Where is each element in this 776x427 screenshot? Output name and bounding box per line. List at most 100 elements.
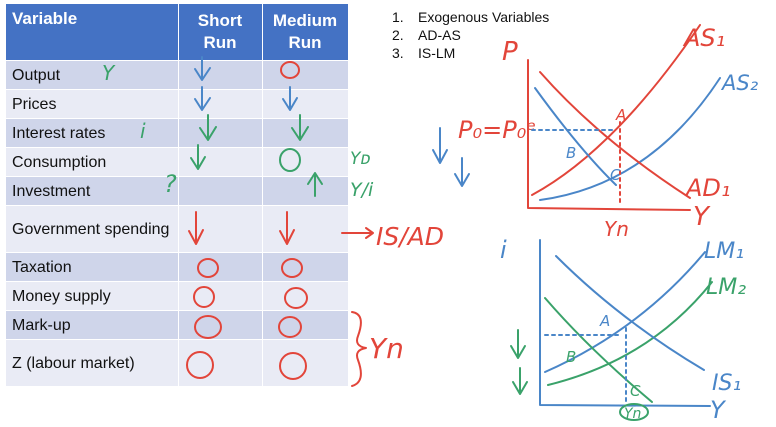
yn-label-bottom: Yn bbox=[624, 406, 641, 422]
topic-item: 1. Exogenous Variables bbox=[392, 8, 549, 26]
is-ad-label: IS/AD bbox=[376, 222, 444, 251]
short-run-prices-down-arrow bbox=[194, 86, 211, 111]
cell-medium-run bbox=[262, 147, 349, 177]
price-axis-label: P bbox=[502, 37, 518, 67]
price-down-arrow-1 bbox=[432, 127, 448, 164]
short-run-output-down-arrow bbox=[194, 56, 211, 81]
short-run-interest-down-arrow bbox=[199, 114, 217, 141]
lm2-label: LM₂ bbox=[706, 275, 746, 300]
topic-list: 1. Exogenous Variables 2. AD-AS 3. IS-LM bbox=[392, 8, 549, 62]
interest-axis-label: i bbox=[500, 236, 507, 264]
yn-circle-bottom bbox=[619, 403, 649, 421]
cell-short-run bbox=[178, 147, 263, 177]
medium-run-z-circle bbox=[279, 352, 307, 380]
topic-item: 3. IS-LM bbox=[392, 44, 549, 62]
row-label-output: Output bbox=[6, 60, 179, 90]
medium-run-money-supply-circle bbox=[284, 287, 308, 309]
cell-short-run bbox=[178, 281, 263, 311]
topic-text: Exogenous Variables bbox=[418, 9, 550, 25]
topic-number: 1. bbox=[392, 9, 404, 25]
topic-number: 2. bbox=[392, 27, 404, 43]
question-mark: ? bbox=[164, 170, 177, 198]
medium-run-mark-up-circle bbox=[278, 316, 302, 338]
cell-medium-run bbox=[262, 310, 349, 340]
header-medium-run-line2: Run bbox=[288, 33, 322, 52]
cell-short-run bbox=[178, 89, 263, 119]
medium-run-consumption-circle bbox=[279, 148, 301, 172]
row-label-consumption: Consumption bbox=[6, 147, 179, 177]
row-label-taxation: Taxation bbox=[6, 252, 179, 282]
as2-label: AS₂ bbox=[720, 71, 759, 95]
as2-curve bbox=[539, 77, 721, 201]
table-header-row: Variable Short Run Medium Run bbox=[6, 4, 349, 61]
cell-short-run bbox=[178, 60, 263, 90]
short-run-government-down-arrow bbox=[188, 211, 204, 245]
output-y-mark: Y bbox=[102, 61, 116, 85]
table-row: Prices bbox=[6, 89, 349, 119]
medium-run-output-circle bbox=[280, 61, 300, 79]
point-b-top: B bbox=[566, 144, 576, 162]
table-row: Taxation bbox=[6, 252, 349, 282]
row-label-government-spending: Government spending bbox=[6, 205, 179, 253]
point-c-top: C bbox=[610, 166, 621, 184]
cell-medium-run bbox=[262, 176, 349, 206]
as1-label: AS₁ bbox=[682, 24, 725, 52]
medium-run-prices-down-arrow bbox=[282, 86, 298, 111]
header-short-run-line2: Run bbox=[203, 33, 237, 52]
header-short-run: Short Run bbox=[178, 4, 263, 61]
cell-short-run bbox=[178, 176, 263, 206]
cell-medium-run bbox=[262, 281, 349, 311]
point-c-bottom: C bbox=[630, 382, 641, 400]
is1-label: IS₁ bbox=[712, 371, 741, 396]
row-label-z-labour-market: Z (labour market) bbox=[6, 339, 179, 386]
interest-down-arrow-2 bbox=[512, 367, 528, 395]
row-label-money-supply: Money supply bbox=[6, 281, 179, 311]
ad-shifted-curve bbox=[534, 87, 617, 186]
as1-curve bbox=[531, 24, 701, 196]
lm2-curve bbox=[547, 281, 713, 386]
cell-medium-run bbox=[262, 89, 349, 119]
interest-i-mark: i bbox=[140, 119, 146, 143]
header-medium-run: Medium Run bbox=[262, 4, 349, 61]
output-axis-label-top: Y bbox=[693, 202, 711, 232]
cell-short-run bbox=[178, 252, 263, 282]
yn-label-top: Yn bbox=[604, 217, 629, 241]
point-a-bottom: A bbox=[599, 312, 610, 330]
row-label-prices: Prices bbox=[6, 89, 179, 119]
cell-short-run bbox=[178, 205, 263, 253]
is-shifted-curve bbox=[544, 297, 653, 403]
topic-item: 2. AD-AS bbox=[392, 26, 549, 44]
yn-curly-brace bbox=[351, 311, 367, 387]
ad-as-axes bbox=[527, 59, 691, 211]
variables-table: Variable Short Run Medium Run Output Pri… bbox=[6, 4, 349, 386]
point-b-bottom: B bbox=[566, 348, 576, 366]
table-row: Investment bbox=[6, 176, 349, 206]
medium-run-investment-up-arrow bbox=[307, 172, 323, 197]
topic-text: IS-LM bbox=[418, 45, 456, 61]
cell-medium-run bbox=[262, 339, 349, 386]
row-label-interest-rates: Interest rates bbox=[6, 118, 179, 148]
header-variable: Variable bbox=[6, 4, 179, 61]
ad1-curve bbox=[539, 71, 691, 199]
is-lm-axes bbox=[539, 239, 711, 407]
header-short-run-line1: Short bbox=[197, 11, 243, 30]
is1-curve bbox=[555, 255, 705, 371]
cell-short-run bbox=[178, 118, 263, 148]
is-ad-arrow bbox=[341, 227, 374, 239]
short-run-consumption-down-arrow bbox=[190, 144, 206, 170]
short-run-z-circle bbox=[186, 351, 214, 379]
table-row: Output bbox=[6, 60, 349, 90]
cell-short-run bbox=[178, 339, 263, 386]
topic-number: 3. bbox=[392, 45, 404, 61]
ad1-label: AD₁ bbox=[684, 174, 731, 202]
point-a-top: A bbox=[615, 106, 626, 124]
short-run-mark-up-circle bbox=[194, 315, 222, 339]
interest-down-arrow-1 bbox=[510, 329, 526, 359]
table-row: Z (labour market) bbox=[6, 339, 349, 386]
medium-run-interest-down-arrow bbox=[291, 114, 309, 141]
row-label-mark-up: Mark-up bbox=[6, 310, 179, 340]
price-down-arrow-2 bbox=[454, 157, 470, 187]
table-row: Interest rates bbox=[6, 118, 349, 148]
topic-text: AD-AS bbox=[418, 27, 461, 43]
